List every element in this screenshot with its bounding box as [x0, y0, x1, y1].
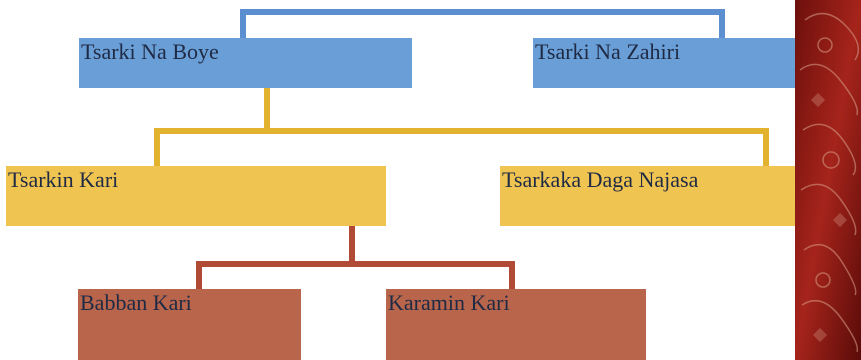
connector-level3 [196, 261, 515, 289]
node-tsarkin-kari: Tsarkin Kari [6, 166, 386, 226]
connector-level1 [240, 9, 725, 38]
node-label: Tsarki Na Zahiri [535, 39, 681, 64]
ornament-image [795, 0, 861, 360]
node-label: Karamin Kari [388, 290, 510, 315]
connector-level2 [154, 128, 769, 166]
node-karamin-kari: Karamin Kari [386, 289, 646, 360]
node-label: Tsarkaka Daga Najasa [502, 167, 699, 192]
decorative-red-pattern [795, 0, 861, 360]
node-tsarki-na-boye: Tsarki Na Boye [79, 38, 412, 88]
node-label: Tsarki Na Boye [81, 39, 219, 64]
node-label: Babban Kari [80, 290, 192, 315]
node-tsarkaka-daga-najasa: Tsarkaka Daga Najasa [500, 166, 810, 226]
node-tsarki-na-zahiri: Tsarki Na Zahiri [533, 38, 813, 88]
node-babban-kari: Babban Kari [78, 289, 301, 360]
node-label: Tsarkin Kari [8, 167, 119, 192]
